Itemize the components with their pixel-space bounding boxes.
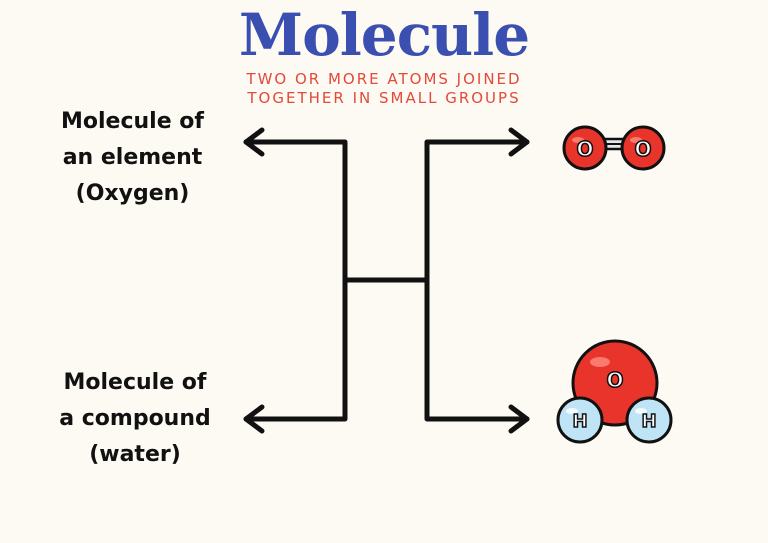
- page-title: Molecule: [238, 1, 530, 69]
- label-compound-line-3: (water): [89, 442, 181, 467]
- label-element-line-2: an element: [62, 145, 203, 170]
- subtitle: TWO OR MORE ATOMS JOINED TOGETHER IN SMA…: [0, 70, 768, 108]
- arrowhead-top-right: [508, 127, 530, 157]
- water-oxygen-label: O: [606, 368, 623, 392]
- label-molecule-of-element: Molecule of an element (Oxygen): [30, 104, 235, 212]
- oxygen-atom-right: [620, 125, 666, 171]
- arrowhead-bottom-left: [243, 404, 265, 434]
- label-element-line-3: (Oxygen): [75, 181, 190, 206]
- oxygen-atom-right-label: O: [634, 137, 651, 161]
- subtitle-line-2: TOGETHER IN SMALL GROUPS: [247, 89, 521, 107]
- label-element-line-1: Molecule of: [61, 109, 204, 134]
- connector-arrows: [243, 127, 530, 434]
- water-hydrogen-right-label: H: [641, 411, 656, 432]
- subtitle-line-1: TWO OR MORE ATOMS JOINED: [246, 70, 522, 88]
- left-bracket: [243, 139, 348, 422]
- arrowhead-top-left: [243, 127, 265, 157]
- right-bracket: [424, 139, 530, 422]
- water-molecule-icon: O H H: [556, 339, 673, 444]
- oxygen-atom-left: [562, 125, 608, 171]
- arrowhead-bottom-right: [508, 404, 530, 434]
- oxygen-atom-left-label: O: [576, 137, 593, 161]
- label-compound-line-2: a compound: [59, 406, 211, 431]
- water-hydrogen-left-label: H: [572, 411, 587, 432]
- label-compound-line-1: Molecule of: [63, 370, 207, 395]
- oxygen-molecule-icon: O O: [562, 125, 666, 171]
- label-molecule-of-compound: Molecule of a compound (water): [30, 365, 240, 473]
